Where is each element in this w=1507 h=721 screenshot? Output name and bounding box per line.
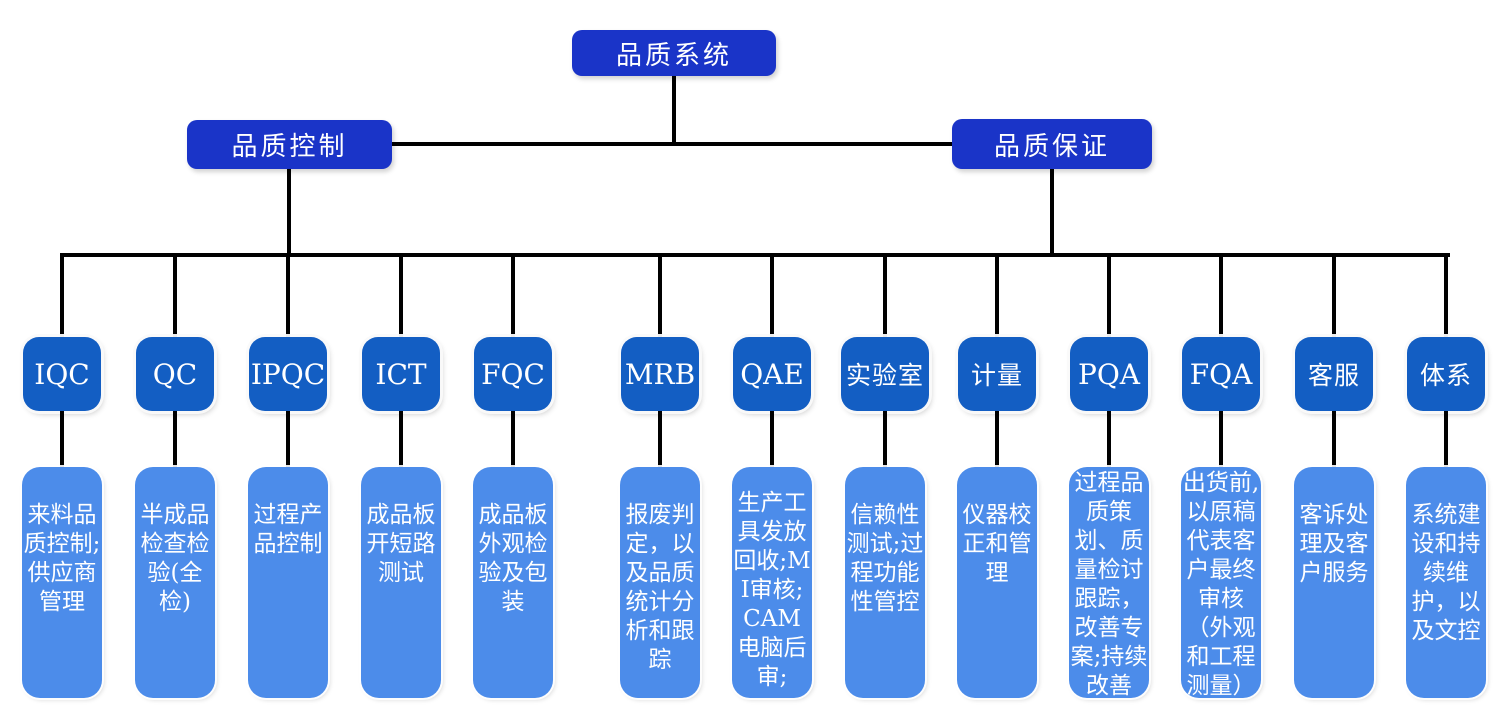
node-label-qae: QAE [740, 357, 804, 391]
node-box-ipqc: IPQC [249, 337, 327, 411]
connector-child-drop-iqc [60, 253, 64, 337]
connector-quality-assurance-drop [1050, 169, 1054, 257]
node-desc-metrology: 仪器校正和管理 [957, 467, 1037, 698]
node-quality-control: 品质控制 [187, 120, 392, 169]
connector-child-drop-metrology [995, 253, 999, 337]
node-quality-assurance: 品质保证 [952, 119, 1152, 169]
node-label-pqa: PQA [1077, 357, 1140, 391]
node-label-iqc: IQC [34, 357, 90, 391]
connector-child-drop-ict [399, 253, 403, 337]
connector-quality-control-drop [287, 169, 291, 257]
node-desc-fqa: 出货前,以原稿代表客户最终审核（外观和工程测量） [1181, 467, 1261, 699]
node-desc-mrb: 报废判定，以及品质统计分析和跟踪 [620, 467, 700, 698]
connector-desc-link-metrology [995, 411, 999, 467]
node-label-customer-service: 客服 [1307, 361, 1360, 390]
node-box-customer-service: 客服 [1295, 337, 1373, 411]
node-desc-ict: 成品板开短路测试 [361, 467, 441, 698]
connector-branch-link [392, 142, 952, 146]
connector-child-drop-system [1444, 253, 1448, 337]
node-desc-customer-service: 客诉处理及客户服务 [1294, 467, 1374, 698]
node-box-pqa: PQA [1070, 337, 1148, 411]
node-box-lab: 实验室 [841, 337, 929, 411]
connector-desc-link-ict [399, 411, 403, 467]
node-desc-text-pqa: 过程品质策划、质量检讨跟踪，改善专案;持续改善 [1070, 470, 1148, 699]
node-label-fqa: FQA [1189, 357, 1253, 391]
connector-child-drop-fqc [511, 253, 515, 337]
node-desc-pqa: 过程品质策划、质量检讨跟踪，改善专案;持续改善 [1069, 467, 1149, 699]
connector-desc-link-ipqc [286, 411, 290, 467]
connector-child-drop-ipqc [286, 253, 290, 337]
node-desc-fqc: 成品板外观检验及包装 [473, 467, 553, 698]
node-desc-text-mrb: 报废判定，以及品质统计分析和跟踪 [625, 502, 695, 673]
connector-desc-link-system [1444, 411, 1448, 467]
node-desc-ipqc: 过程产品控制 [248, 467, 328, 698]
connector-desc-link-qc [173, 411, 177, 467]
node-box-fqc: FQC [474, 337, 552, 411]
node-label-fqc: FQC [481, 357, 545, 391]
node-desc-text-qae: 生产工具发放回收;MI审核;CAM电脑后审; [733, 490, 811, 690]
connector-desc-link-iqc [60, 411, 64, 467]
connector-desc-link-pqa [1107, 411, 1111, 467]
node-desc-text-qc: 半成品检查检验(全检) [140, 502, 210, 615]
connector-bus [60, 253, 1450, 257]
node-label-mrb: MRB [624, 357, 696, 391]
node-box-fqa: FQA [1182, 337, 1260, 411]
connector-child-drop-lab [883, 253, 887, 337]
node-desc-qae: 生产工具发放回收;MI审核;CAM电脑后审; [732, 467, 812, 698]
node-quality-control-label: 品质控制 [231, 132, 348, 162]
connector-child-drop-qc [173, 253, 177, 337]
node-quality-system: 品质系统 [572, 30, 776, 76]
connector-desc-link-fqc [511, 411, 515, 467]
node-label-ipqc: IPQC [250, 357, 326, 391]
node-label-ict: ICT [375, 357, 427, 391]
node-desc-text-metrology: 仪器校正和管理 [962, 502, 1032, 586]
node-desc-lab: 信赖性测试;过程功能性管控 [845, 467, 925, 698]
node-desc-text-lab: 信赖性测试;过程功能性管控 [846, 502, 924, 615]
node-label-lab: 实验室 [845, 361, 924, 390]
node-desc-text-fqc: 成品板外观检验及包装 [478, 502, 548, 615]
node-quality-assurance-label: 品质保证 [993, 131, 1110, 162]
connector-desc-link-mrb [658, 411, 662, 467]
node-box-qae: QAE [733, 337, 811, 411]
node-box-iqc: IQC [23, 337, 101, 411]
connector-desc-link-fqa [1219, 411, 1223, 467]
node-desc-system: 系统建设和持续维护，以及文控 [1406, 467, 1486, 698]
node-label-qc: QC [152, 357, 198, 391]
node-desc-text-ipqc: 过程产品控制 [253, 502, 323, 557]
connector-desc-link-qae [770, 411, 774, 467]
node-box-metrology: 计量 [958, 337, 1036, 411]
node-box-mrb: MRB [621, 337, 699, 411]
node-desc-iqc: 来料品质控制;供应商管理 [22, 467, 102, 698]
node-desc-text-customer-service: 客诉处理及客户服务 [1299, 502, 1369, 586]
node-desc-text-ict: 成品板开短路测试 [366, 502, 436, 586]
node-label-system: 体系 [1419, 361, 1472, 390]
node-desc-text-fqa: 出货前,以原稿代表客户最终审核（外观和工程测量） [1182, 470, 1260, 699]
connector-child-drop-fqa [1219, 253, 1223, 337]
connector-child-drop-pqa [1107, 253, 1111, 337]
connector-desc-link-lab [883, 411, 887, 467]
node-desc-text-iqc: 来料品质控制;供应商管理 [23, 502, 101, 615]
node-desc-qc: 半成品检查检验(全检) [135, 467, 215, 698]
connector-desc-link-customer-service [1332, 411, 1336, 467]
node-desc-text-system: 系统建设和持续维护，以及文控 [1411, 502, 1481, 644]
node-label-metrology: 计量 [970, 361, 1023, 390]
node-box-ict: ICT [362, 337, 440, 411]
connector-root-drop [672, 76, 676, 146]
connector-child-drop-customer-service [1332, 253, 1336, 337]
node-box-system: 体系 [1407, 337, 1485, 411]
connector-child-drop-qae [770, 253, 774, 337]
node-quality-system-label: 品质系统 [615, 40, 732, 71]
connector-child-drop-mrb [658, 253, 662, 337]
node-box-qc: QC [136, 337, 214, 411]
